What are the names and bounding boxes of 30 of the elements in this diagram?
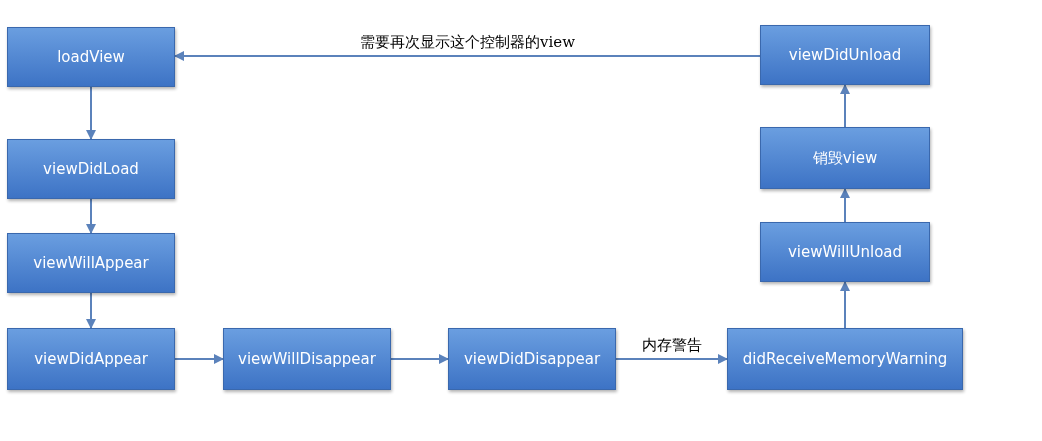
arrow <box>840 281 850 329</box>
node-label: viewDidUnload <box>788 46 902 64</box>
node-label: 销毁view <box>812 148 878 168</box>
arrow <box>86 86 96 140</box>
process-box <box>448 328 616 390</box>
process-box <box>7 139 175 199</box>
arrow <box>174 354 224 364</box>
node-label: viewWillAppear <box>33 254 149 272</box>
arrow <box>390 354 449 364</box>
process-box <box>7 27 175 87</box>
arrow <box>840 84 850 128</box>
process-box <box>7 233 175 293</box>
process-box <box>223 328 391 390</box>
node-label: didReceiveMemoryWarning <box>742 350 948 368</box>
arrow <box>615 354 728 364</box>
arrow <box>174 51 761 61</box>
process-box <box>7 328 175 390</box>
arrow <box>86 198 96 234</box>
arrow <box>840 188 850 223</box>
node-label: viewDidDisappear <box>463 350 601 368</box>
process-box <box>727 328 963 390</box>
node-label: viewDidAppear <box>34 350 148 368</box>
process-box <box>760 222 930 282</box>
node-label: viewWillUnload <box>787 243 903 261</box>
node-label: loadView <box>57 48 125 66</box>
node-label: viewDidLoad <box>43 160 139 178</box>
arrow <box>86 292 96 329</box>
process-box <box>760 25 930 85</box>
node-label: viewWillDisappear <box>238 350 376 368</box>
process-box <box>760 127 930 189</box>
